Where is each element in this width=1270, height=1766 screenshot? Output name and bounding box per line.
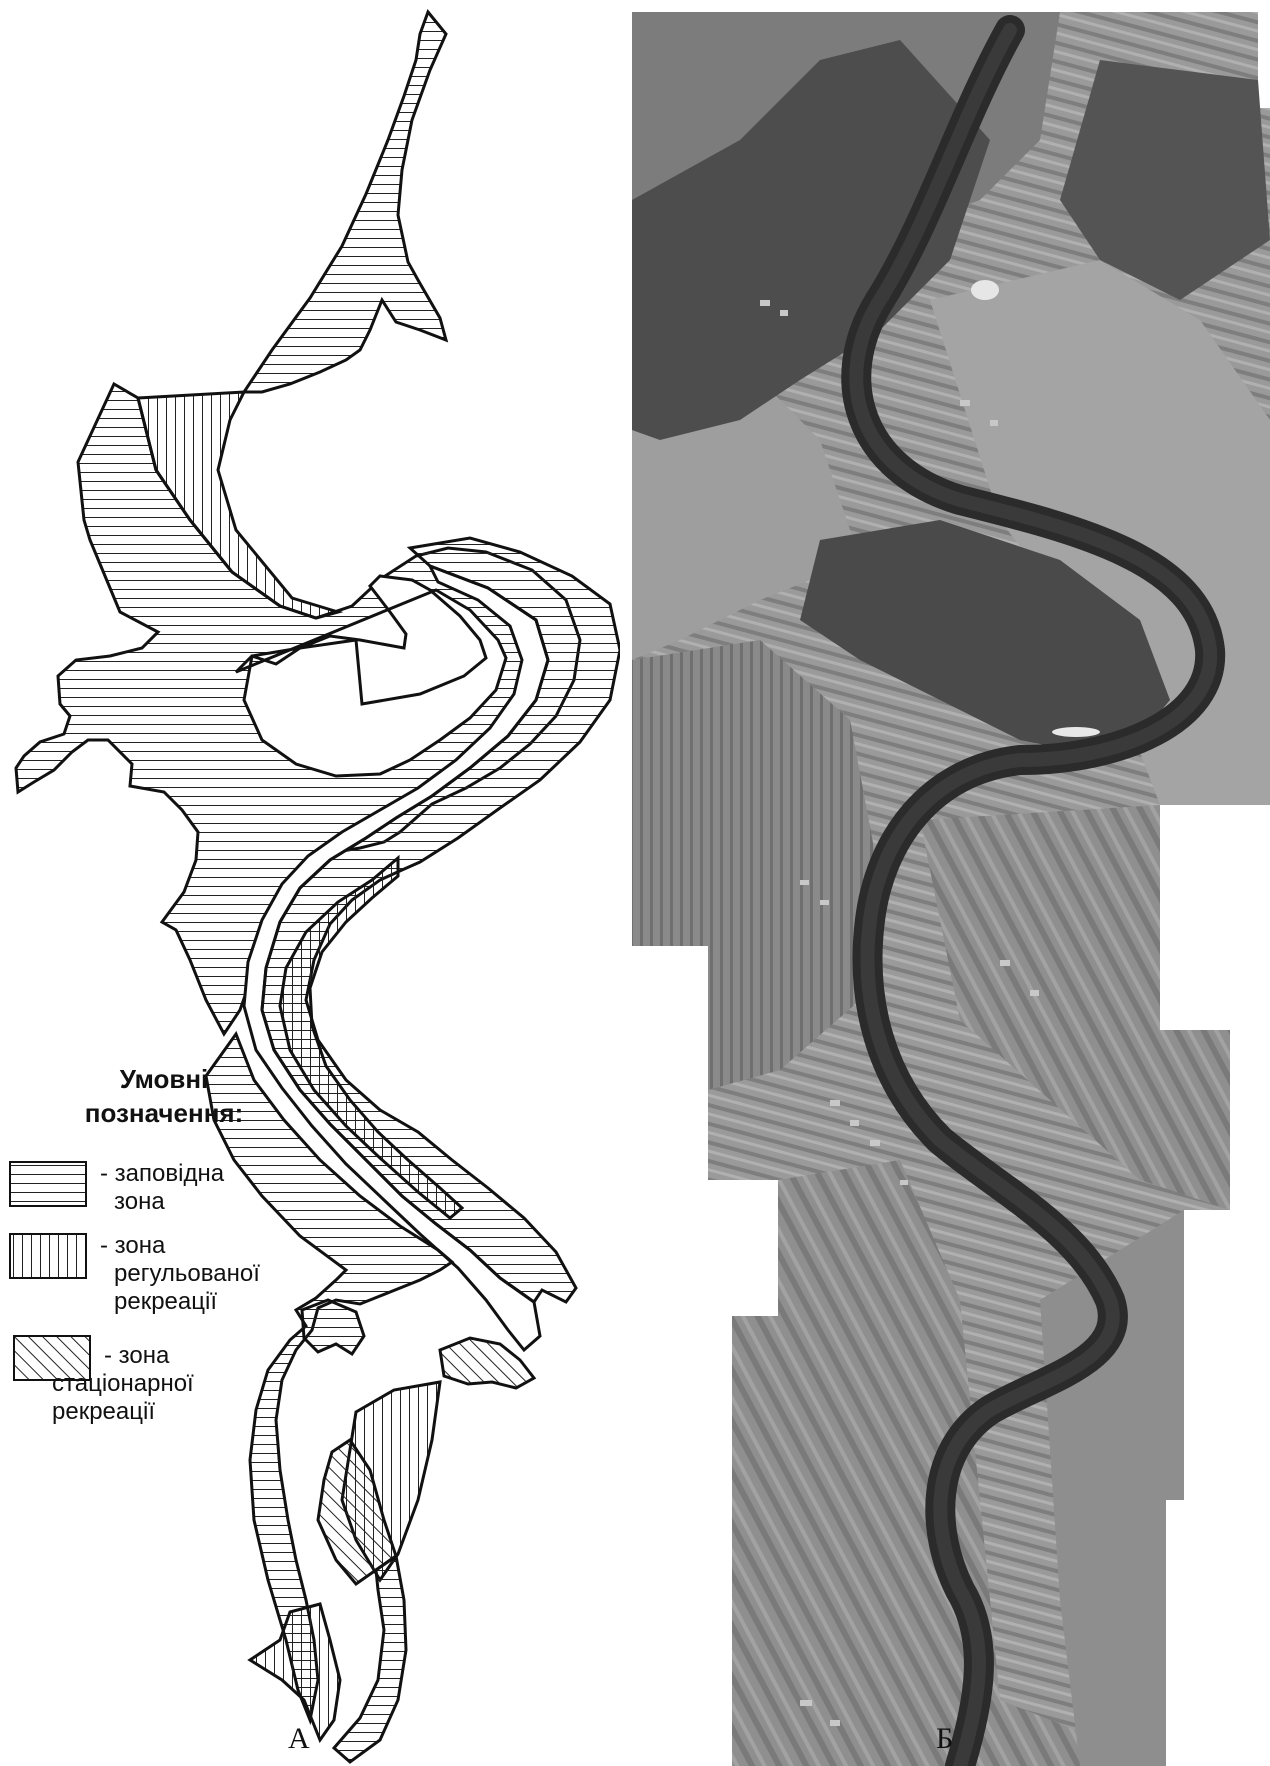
legend-item-regulated-line3: рекреації (114, 1288, 217, 1315)
legend-item-reserve: - заповідна зона (100, 1160, 224, 1216)
legend-item-regulated-line1: - зона (100, 1232, 166, 1259)
legend-swatch-regulated (9, 1233, 87, 1279)
field-patch-west (632, 360, 860, 660)
river (841, 15, 1226, 1766)
satellite-footprint (632, 12, 1270, 1766)
white-clearing (971, 280, 999, 300)
forest-north (632, 40, 990, 440)
panel-label-a: А (288, 1722, 310, 1755)
zoning-schematic-map (9, 9, 620, 1764)
forest-northeast (1060, 60, 1270, 300)
field-patch-upper (632, 12, 1060, 380)
reserve-zone-lower-right-strip (331, 1553, 408, 1764)
field-patch-mid-west (632, 640, 880, 1090)
legend-title-line1: Умовні (119, 1064, 209, 1094)
forest-bend (800, 520, 1170, 760)
field-patch-east-strips (920, 805, 1230, 1210)
legend-item-stationary-line1: - зона (104, 1342, 170, 1369)
legend-item-stationary: - зона стаціонарної рекреації (52, 1342, 194, 1426)
legend-item-reserve-line1: - заповідна (100, 1160, 225, 1187)
field-patch-south (732, 1160, 1166, 1766)
inner-island (234, 574, 508, 778)
regulated-recreation-zone-bottom-left (247, 1602, 342, 1744)
river-channel-highlight (849, 23, 1218, 1766)
field-patch-east-upper (930, 260, 1270, 805)
legend-title-line2: позначення: (84, 1098, 244, 1128)
legend-title: Умовні позначення: (14, 1062, 314, 1130)
legend-item-reserve-line2: зона (114, 1188, 165, 1215)
field-patch-southeast (1040, 1210, 1184, 1766)
legend-item-stationary-line3: рекреації (52, 1398, 155, 1425)
sandbar (1052, 727, 1100, 737)
reserve-zone-upper-arm (241, 9, 449, 394)
regulated-recreation-zone-left-strip (278, 854, 465, 1220)
stationary-recreation-zone-right (438, 1336, 537, 1390)
legend-swatch-stationary (13, 1335, 91, 1381)
legend-item-stationary-line2: стаціонарної (52, 1370, 194, 1397)
reserve-zone-lower-blob (300, 1298, 366, 1357)
settlement-clusters (760, 300, 1039, 1726)
legend-swatch-reserve (9, 1161, 87, 1207)
legend-item-regulated: - зона регульованої рекреації (100, 1232, 260, 1316)
panel-label-b: Б (936, 1722, 954, 1755)
legend-item-regulated-line2: регульованої (114, 1260, 260, 1287)
